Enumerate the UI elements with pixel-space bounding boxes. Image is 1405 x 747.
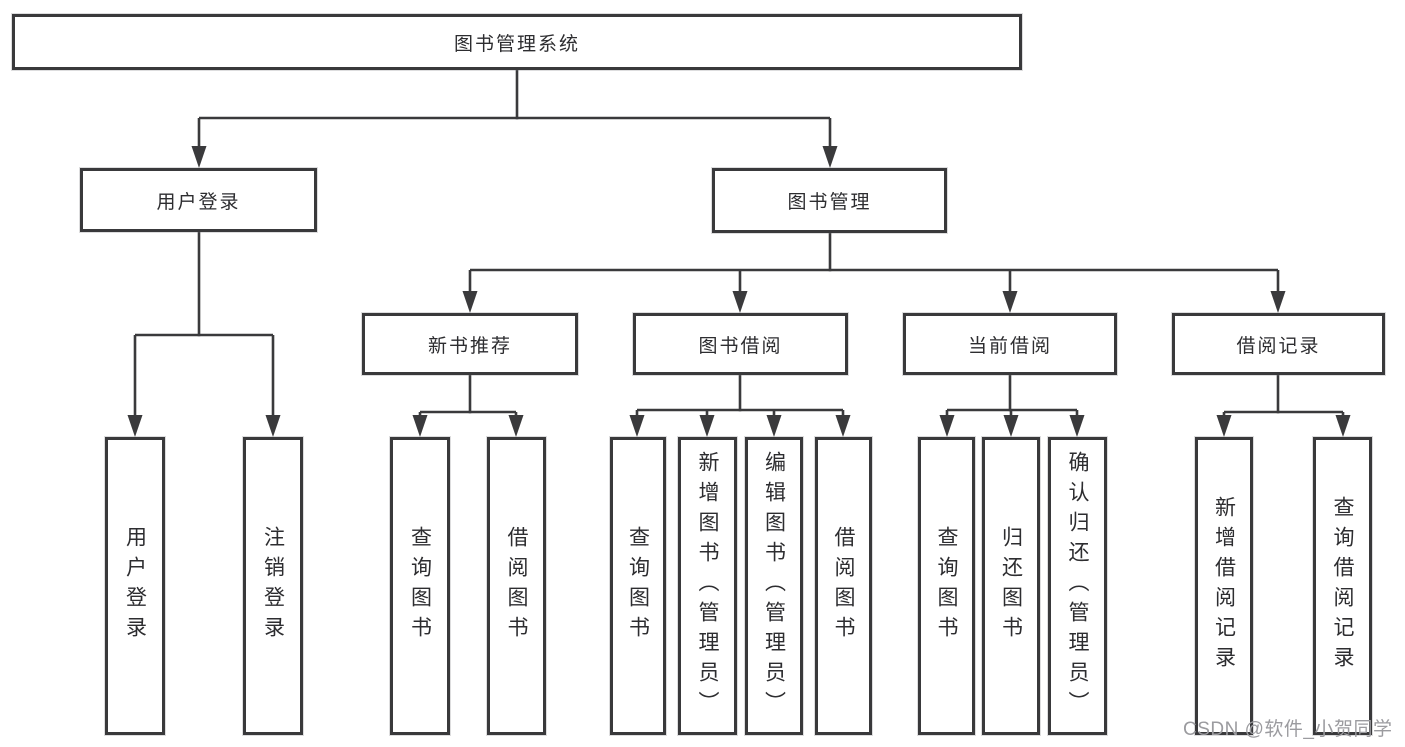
node-label: 新书推荐 [427,335,512,357]
node-label: 查询图书 [408,526,432,646]
node-label: 归还图书 [999,526,1023,646]
node-new-book-recommend: 新书推荐 [362,313,578,375]
node-label: 查询图书 [935,526,959,646]
node-label: 借阅图书 [832,526,856,646]
leaf-query-books-borrowing: 查询图书 [610,437,666,735]
leaf-confirm-return-admin: 确认归还（管理员） [1048,437,1107,735]
node-label: 编辑图书（管理员） [762,451,786,721]
leaf-edit-book-admin: 编辑图书（管理员） [745,437,803,735]
node-label: 图书管理系统 [453,33,580,55]
leaf-user-login: 用户登录 [105,437,165,735]
branch-root [191,70,838,168]
node-label: 新增图书（管理员） [696,451,720,721]
node-label: 借阅记录 [1236,335,1321,357]
node-label: 注销登录 [261,526,285,646]
branch-book-borrowing [629,375,851,437]
leaf-borrow-books-recommend: 借阅图书 [487,437,546,735]
node-borrow-records: 借阅记录 [1172,313,1385,375]
node-label: 新增借阅记录 [1212,496,1236,676]
branch-borrow-records [1216,375,1351,437]
branch-book-management [462,233,1286,313]
leaf-add-book-admin: 新增图书（管理员） [678,437,737,735]
leaf-query-books-current: 查询图书 [918,437,975,735]
node-label: 图书管理 [787,192,872,213]
leaf-query-borrow-record: 查询借阅记录 [1313,437,1372,735]
node-book-borrowing: 图书借阅 [633,313,848,375]
branch-user-login [127,232,281,437]
node-label: 用户登录 [156,191,241,213]
leaf-query-books-recommend: 查询图书 [390,437,450,735]
node-root: 图书管理系统 [12,14,1022,70]
node-label: 查询借阅记录 [1331,496,1355,676]
node-book-management: 图书管理 [712,168,947,233]
leaf-return-books: 归还图书 [982,437,1040,735]
node-label: 当前借阅 [967,335,1052,357]
node-current-borrowing: 当前借阅 [903,313,1117,375]
node-label: 借阅图书 [505,526,529,646]
node-label: 用户登录 [123,526,147,646]
leaf-logout: 注销登录 [243,437,303,735]
node-label: 确认归还（管理员） [1066,451,1090,721]
node-label: 查询图书 [626,526,650,646]
branch-new-book-recommend [412,375,524,437]
leaf-add-borrow-record: 新增借阅记录 [1195,437,1253,735]
node-label: 图书借阅 [698,335,783,357]
leaf-borrow-books-borrowing: 借阅图书 [815,437,872,735]
branch-current-borrowing [939,375,1085,437]
watermark: CSDN @软件_小贺同学 [1183,719,1393,740]
node-user-login: 用户登录 [80,168,317,232]
